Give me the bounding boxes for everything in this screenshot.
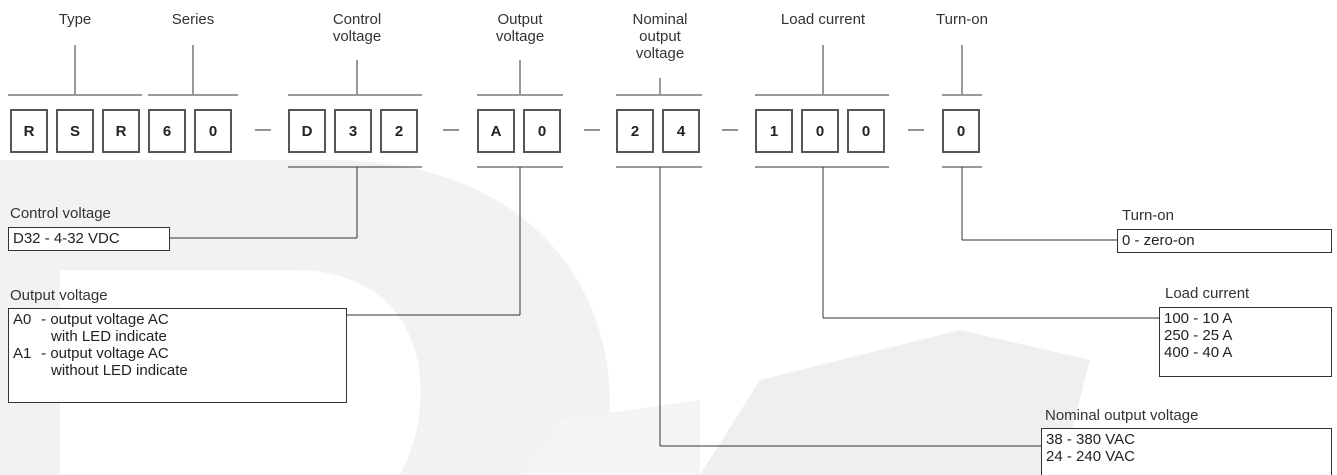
code-cell-series-2: 0 <box>194 109 232 153</box>
header-nominal-output-voltage: Nominal output voltage <box>632 11 688 62</box>
header-series: Series <box>171 11 215 28</box>
code-cell-turn-on-1: 0 <box>942 109 980 153</box>
option-description: - output voltage AC <box>41 311 169 328</box>
header-output-voltage: Output voltage <box>495 11 545 45</box>
code-cell-type-2: S <box>56 109 94 153</box>
code-cell-control-voltage-2: 3 <box>334 109 372 153</box>
control-voltage-options-box: D32 - 4-32 VDC <box>8 227 170 251</box>
option-row-continued: with LED indicate <box>13 328 346 345</box>
header-turn-on: Turn-on <box>936 11 988 28</box>
code-cell-output-voltage-2: 0 <box>523 109 561 153</box>
code-cell-control-voltage-3: 2 <box>380 109 418 153</box>
option-code: A1 <box>13 345 32 362</box>
turn-on-options-title: Turn-on <box>1122 207 1174 224</box>
option-description: - 240 VAC <box>1066 448 1135 465</box>
option-row: 24 - 240 VAC <box>1046 448 1331 465</box>
code-cell-output-voltage-1: A <box>477 109 515 153</box>
control-voltage-options-title: Control voltage <box>10 205 111 222</box>
option-code: 100 <box>1164 310 1190 327</box>
header-load-current: Load current <box>780 11 866 28</box>
option-row: 0 - zero-on <box>1122 232 1331 249</box>
option-row: 400 - 40 A <box>1164 344 1331 361</box>
option-code: 24 <box>1046 448 1063 465</box>
code-cell-nominal-output-voltage-1: 2 <box>616 109 654 153</box>
output-voltage-options-box: A0 - output voltage AC with LED indicate… <box>8 308 347 403</box>
option-description: - zero-on <box>1134 232 1195 249</box>
option-row: 38 - 380 VAC <box>1046 431 1331 448</box>
code-cell-series-1: 6 <box>148 109 186 153</box>
option-description-continued: without LED indicate <box>51 362 188 379</box>
option-row: 100 - 10 A <box>1164 310 1331 327</box>
code-cell-nominal-output-voltage-2: 4 <box>662 109 700 153</box>
code-cell-control-voltage-1: D <box>288 109 326 153</box>
code-separator: — <box>255 121 271 138</box>
code-separator: — <box>443 121 459 138</box>
code-cell-load-current-3: 0 <box>847 109 885 153</box>
option-row: D32 - 4-32 VDC <box>13 230 169 247</box>
option-row: A1 - output voltage AC <box>13 345 346 362</box>
option-description: - 10 A <box>1193 310 1233 327</box>
header-type: Type <box>58 11 92 28</box>
turn-on-options-box: 0 - zero-on <box>1117 229 1332 253</box>
option-description: - 25 A <box>1193 327 1233 344</box>
load-current-options-box: 100 - 10 A 250 - 25 A 400 - 40 A <box>1159 307 1332 377</box>
option-description: - 4-32 VDC <box>44 230 120 247</box>
code-separator: — <box>584 121 600 138</box>
option-description: - 380 VAC <box>1066 431 1135 448</box>
option-description: - output voltage AC <box>41 345 169 362</box>
code-cell-type-3: R <box>102 109 140 153</box>
load-current-options-title: Load current <box>1165 285 1250 302</box>
option-code: 250 <box>1164 327 1190 344</box>
option-code: 0 <box>1122 232 1131 249</box>
output-voltage-options-title: Output voltage <box>10 287 108 304</box>
nominal-output-voltage-options-title: Nominal output voltage <box>1045 407 1199 424</box>
option-row: A0 - output voltage AC <box>13 311 346 328</box>
code-separator: — <box>722 121 738 138</box>
code-cell-type-1: R <box>10 109 48 153</box>
code-cell-load-current-2: 0 <box>801 109 839 153</box>
option-code: 38 <box>1046 431 1063 448</box>
option-row-continued: without LED indicate <box>13 362 346 379</box>
option-description: - 40 A <box>1193 344 1233 361</box>
nominal-output-voltage-options-box: 38 - 380 VAC 24 - 240 VAC <box>1041 428 1332 475</box>
option-row: 250 - 25 A <box>1164 327 1331 344</box>
option-code: A0 <box>13 311 32 328</box>
option-code: D32 <box>13 230 41 247</box>
header-control-voltage: Control voltage <box>332 11 382 45</box>
code-cell-load-current-1: 1 <box>755 109 793 153</box>
code-separator: — <box>908 121 924 138</box>
option-code: 400 <box>1164 344 1190 361</box>
option-description-continued: with LED indicate <box>51 328 167 345</box>
